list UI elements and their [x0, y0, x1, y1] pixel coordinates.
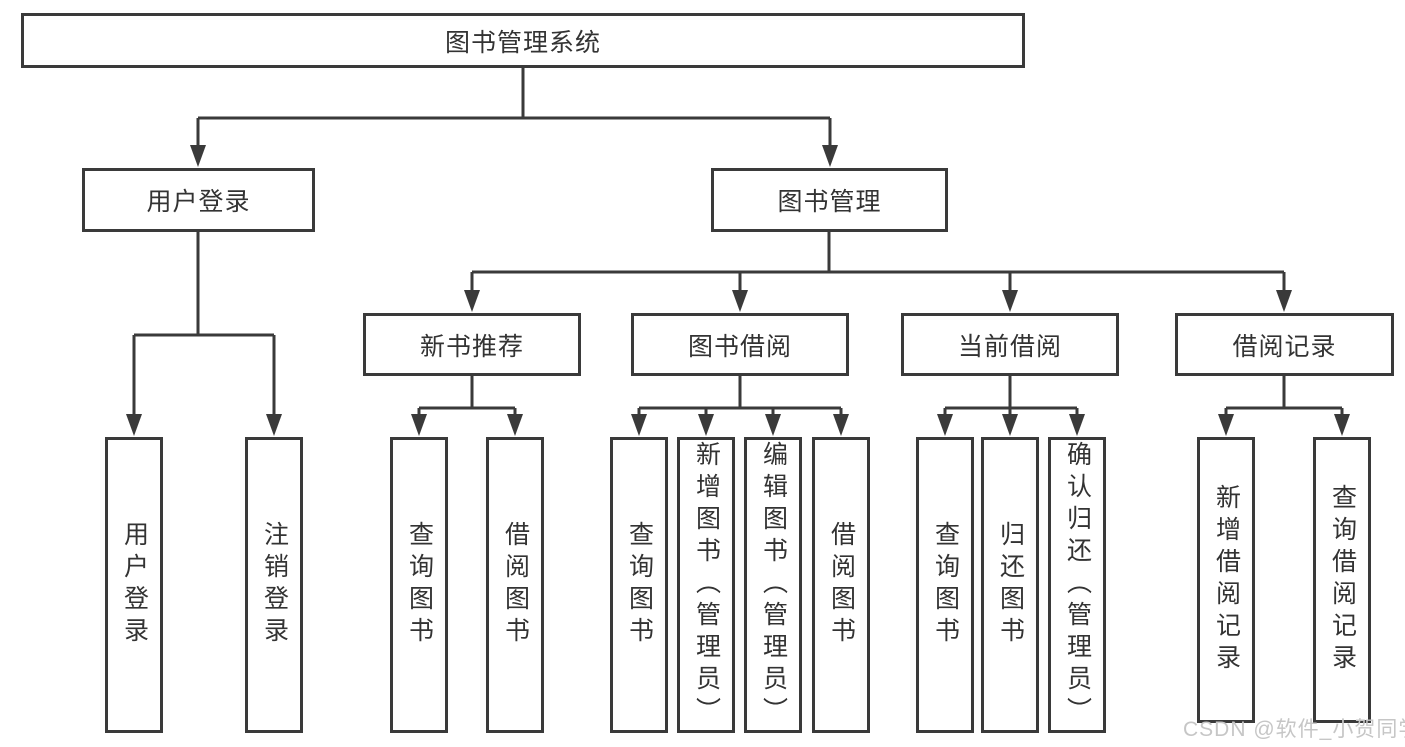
- node-current-borrow: 当前借阅: [901, 313, 1119, 376]
- leaf-borrow-query-book-label: 查询图书: [625, 521, 654, 649]
- leaf-borrow-borrow-book-label: 借阅图书: [827, 521, 856, 649]
- connector-root-to-level2: [196, 68, 832, 147]
- leaf-borrow-edit-book-admin-label: 编辑图书（管理员）: [759, 441, 788, 729]
- node-user-login-label: 用户登录: [146, 188, 251, 216]
- node-root-label: 图书管理系统: [444, 28, 601, 57]
- connector-new-book-children: [417, 376, 517, 416]
- leaf-current-return-book: 归还图书: [981, 437, 1039, 733]
- leaf-records-add-record: 新增借阅记录: [1197, 437, 1255, 723]
- node-user-login: 用户登录: [82, 168, 315, 232]
- node-root: 图书管理系统: [21, 13, 1025, 68]
- node-new-book-recommend: 新书推荐: [363, 313, 581, 376]
- leaf-current-query-book-label: 查询图书: [931, 521, 960, 649]
- connector-current-borrow-children: [943, 376, 1079, 416]
- leaf-borrow-query-book: 查询图书: [610, 437, 668, 733]
- leaf-borrow-edit-book-admin: 编辑图书（管理员）: [744, 437, 802, 733]
- leaf-borrow-add-book-admin-label: 新增图书（管理员）: [692, 441, 721, 729]
- connector-borrow-records-children: [1224, 376, 1344, 416]
- leaf-records-query-record-label: 查询借阅记录: [1328, 484, 1357, 676]
- csdn-watermark: CSDN @软件_小贺同学: [1183, 718, 1405, 741]
- leaf-logout-login: 注销登录: [245, 437, 303, 733]
- leaf-logout-login-label: 注销登录: [260, 521, 289, 649]
- leaf-borrow-add-book-admin: 新增图书（管理员）: [677, 437, 735, 733]
- leaf-current-confirm-return-admin-label: 确认归还（管理员）: [1063, 441, 1092, 729]
- leaf-current-confirm-return-admin: 确认归还（管理员）: [1048, 437, 1106, 733]
- connector-book-borrow-children: [637, 376, 843, 416]
- leaf-borrow-borrow-book: 借阅图书: [812, 437, 870, 733]
- leaf-newrec-borrow-book-label: 借阅图书: [501, 521, 530, 649]
- leaf-user-login: 用户登录: [105, 437, 163, 733]
- node-new-book-recommend-label: 新书推荐: [419, 332, 524, 361]
- leaf-records-query-record: 查询借阅记录: [1313, 437, 1371, 723]
- node-book-borrow-label: 图书借阅: [687, 332, 792, 361]
- arrowheads: [126, 145, 1350, 436]
- leaf-current-return-book-label: 归还图书: [996, 521, 1025, 649]
- leaf-newrec-borrow-book: 借阅图书: [486, 437, 544, 733]
- leaf-user-login-label: 用户登录: [120, 521, 149, 649]
- node-borrow-records: 借阅记录: [1175, 313, 1394, 376]
- connector-user-login-children: [132, 232, 276, 416]
- node-current-borrow-label: 当前借阅: [957, 332, 1062, 361]
- leaf-records-add-record-label: 新增借阅记录: [1212, 484, 1241, 676]
- leaf-newrec-query-book-label: 查询图书: [405, 521, 434, 649]
- leaf-newrec-query-book: 查询图书: [390, 437, 448, 733]
- node-book-management-label: 图书管理: [777, 188, 882, 216]
- node-book-management: 图书管理: [711, 168, 948, 232]
- leaf-current-query-book: 查询图书: [916, 437, 974, 733]
- node-book-borrow: 图书借阅: [631, 313, 849, 376]
- connector-book-mgmt-children: [470, 232, 1286, 292]
- node-borrow-records-label: 借阅记录: [1232, 332, 1337, 361]
